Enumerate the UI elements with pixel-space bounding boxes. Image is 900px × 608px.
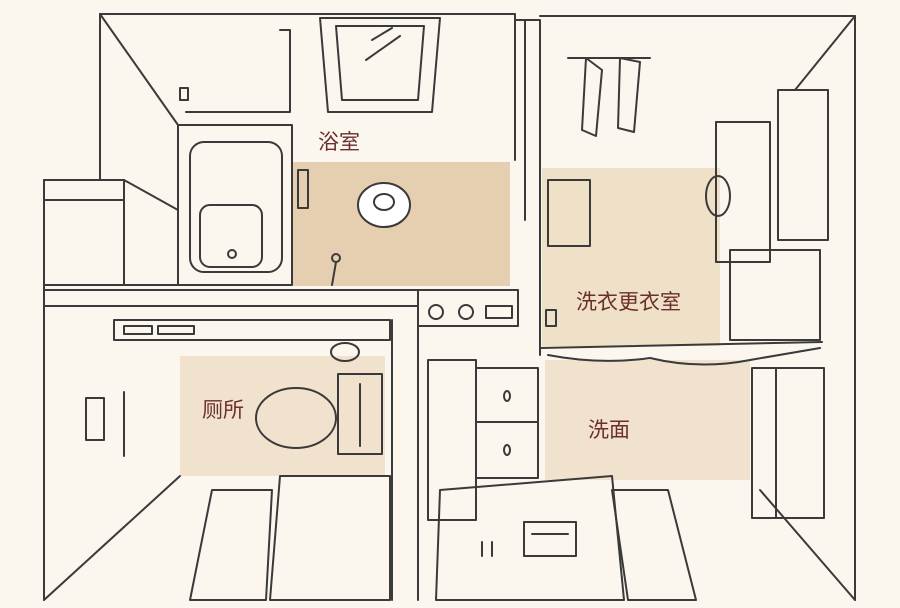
floor-mat-right: [611, 489, 697, 601]
left-cabinet: [43, 179, 179, 286]
towel-2: [617, 57, 641, 133]
toilet-bowl: [255, 387, 337, 449]
wall-cabinet: [777, 89, 829, 241]
entry-step: [269, 475, 391, 601]
vanity-knob-1: [503, 390, 511, 402]
partition-horizontal: [43, 289, 419, 356]
window-glare-2: [365, 35, 401, 61]
window-pane: [335, 25, 425, 101]
vanity-side: [427, 359, 477, 521]
room-label-toilet: 厕所: [202, 398, 244, 422]
toilet-shelf: [113, 319, 391, 341]
toilet-controls: [85, 397, 105, 441]
towel-1: [581, 57, 603, 137]
bathtub-inner: [189, 141, 283, 273]
paper-holder: [330, 342, 360, 362]
laundry-floor: [542, 168, 720, 346]
laundry-mat: [547, 179, 591, 247]
toilet-floor: [180, 356, 385, 476]
wall-corner-br: [759, 489, 856, 601]
shower-head: [331, 253, 341, 263]
bathtub-drain: [227, 249, 237, 259]
floor-mat-left: [189, 489, 273, 601]
bathroom-floor: [292, 162, 510, 286]
washer-door: [705, 175, 731, 217]
washing-machine: [715, 121, 771, 263]
wall-corner-tl: [99, 13, 179, 126]
bath-controls: [297, 169, 309, 209]
entry-step-2: [435, 475, 625, 601]
outer-wall-top: [99, 13, 516, 161]
toilet-shelf-slot: [123, 325, 153, 335]
grab-bar: [185, 29, 291, 113]
partition-center: [514, 19, 541, 356]
bath-stool: [357, 182, 411, 228]
wall-corner-tr: [794, 15, 856, 91]
bathtub-basin: [199, 204, 263, 268]
dryer-box: [729, 249, 821, 341]
shower-hose: [331, 261, 337, 286]
wall-corner-bl: [43, 475, 181, 601]
grab-bar-mount: [179, 87, 189, 101]
scale: [523, 521, 577, 557]
toilet-tank: [337, 373, 383, 455]
stove-panel: [485, 305, 513, 319]
room-label-bathroom: 浴室: [318, 130, 360, 154]
curtain: [547, 347, 821, 366]
stove-burner-1: [428, 304, 444, 320]
window-frame: [319, 17, 441, 113]
window-glare: [371, 27, 393, 41]
vanity-knob-2: [503, 444, 511, 456]
right-panel: [751, 367, 825, 519]
room-label-washroom: 洗面: [588, 418, 630, 442]
curtain-rod: [539, 341, 823, 349]
room-label-laundry: 洗衣更衣室: [576, 290, 681, 314]
stove-counter: [417, 289, 519, 327]
toilet-shelf-slot-2: [157, 325, 195, 335]
bath-stool-top: [373, 193, 395, 211]
stove-burner-2: [458, 304, 474, 320]
wall-switch: [545, 309, 557, 327]
washroom-floor: [545, 360, 750, 480]
bathtub: [177, 124, 293, 286]
